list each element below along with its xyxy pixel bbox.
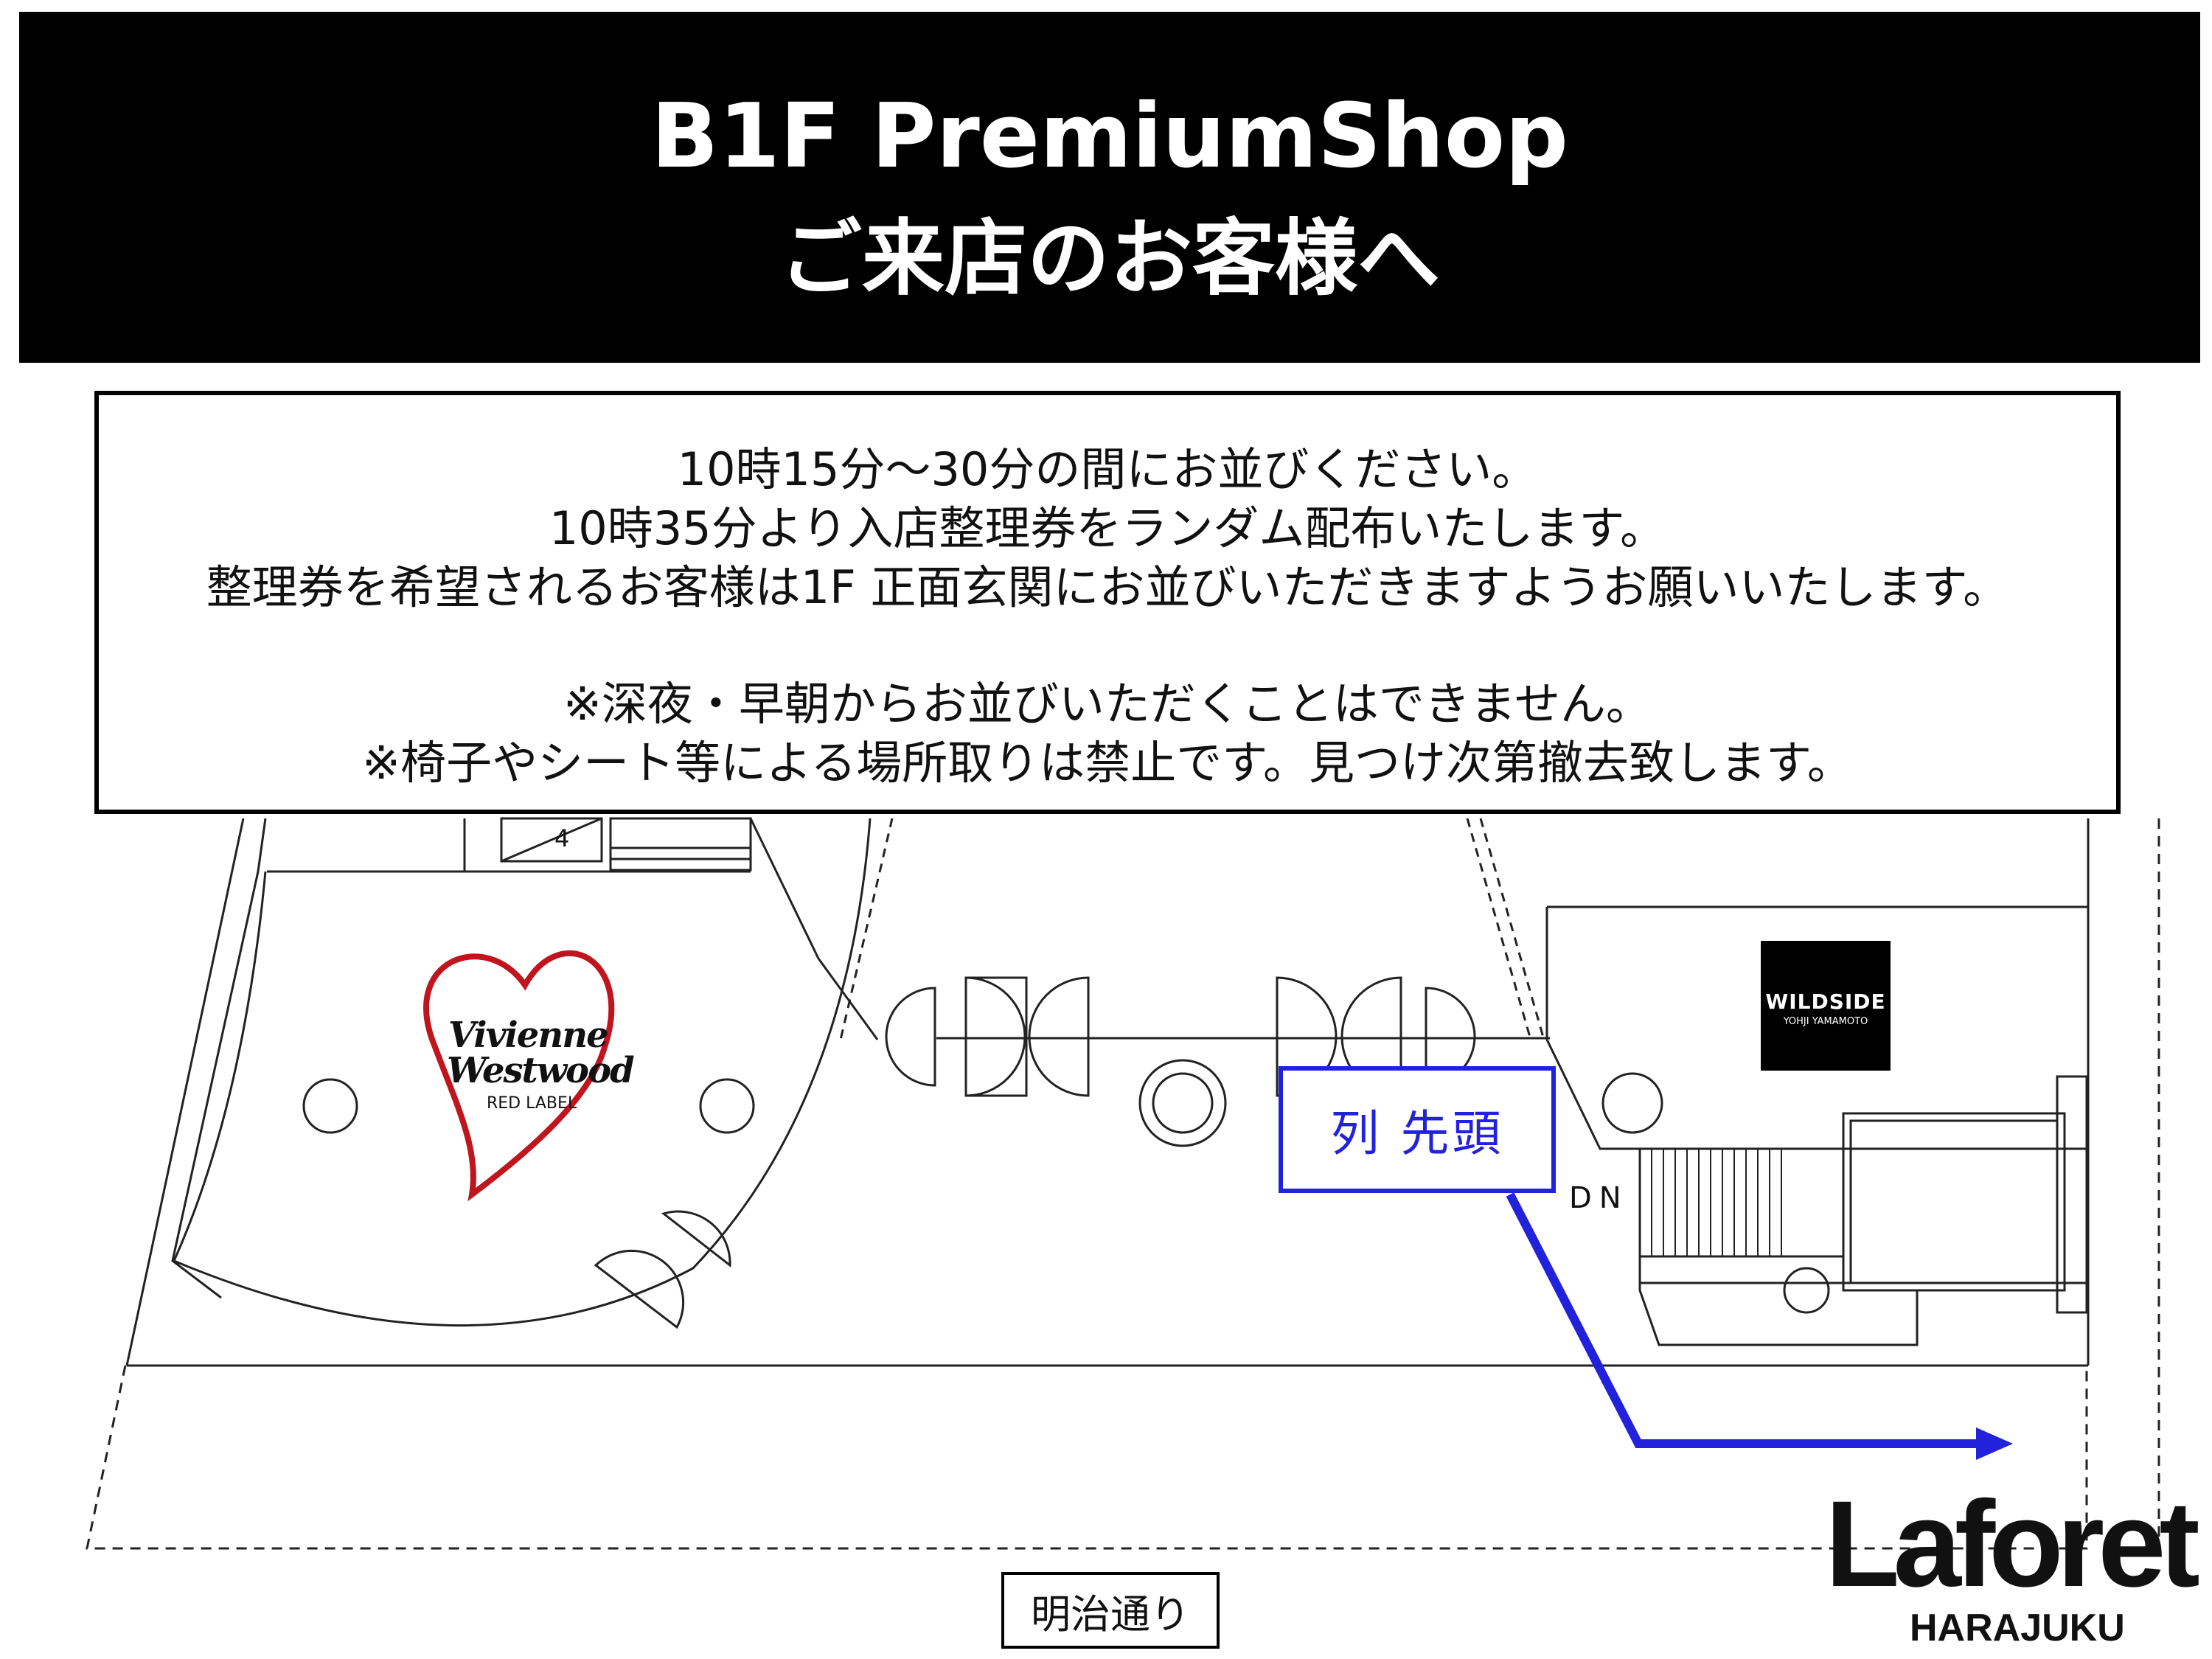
header-banner: B1F PremiumShop ご来店のお客様へ: [19, 12, 2200, 363]
laforet-logo-text: Laforet: [1825, 1476, 2200, 1613]
wall-segment-4: [817, 958, 879, 1040]
street-name-box: 明治通り: [1001, 1572, 1220, 1649]
elevator-diagonal: [501, 817, 602, 863]
column-circle: [1783, 1267, 1830, 1314]
shop-curved-front: [173, 818, 872, 1326]
wildside-logo: WILDSIDE YOHJI YAMAMOTO: [1761, 941, 1891, 1071]
laforet-logo: Laforet HARAJUKU: [1821, 1476, 2200, 1659]
elevator-box: [500, 817, 603, 863]
stairs-steps: [1651, 1149, 1782, 1256]
notice-line: ※椅子やシート等による場所取りは禁止です。見つけ次第撤去致します。: [362, 736, 1853, 790]
dashed-diagonal-right: [1466, 818, 1532, 1040]
back-room: [1842, 1112, 2066, 1292]
notice-box: 10時15分～30分の間にお並びください。 10時35分より入店整理券をランダム…: [94, 391, 2121, 814]
left-diagonal-wall: [125, 818, 245, 1366]
harajuku-logo-text: HARAJUKU: [1910, 1607, 2125, 1649]
back-room-inner: [1849, 1119, 2059, 1284]
door-arc: [1028, 976, 1090, 1097]
wildside-logo-text: WILDSIDE: [1765, 990, 1886, 1014]
notice-line: 10時15分～30分の間にお並びください。: [677, 442, 1538, 496]
queue-route-line: [1506, 1192, 1983, 1448]
column-circle: [1601, 1072, 1663, 1134]
stairs-down-label: DN: [1569, 1181, 1629, 1215]
stairs-block: [1638, 1147, 1845, 1258]
wildside-sub-text: YOHJI YAMAMOTO: [1783, 1016, 1868, 1027]
column-circle: [302, 1078, 358, 1134]
door-arc: [967, 976, 1028, 1097]
red-label-text: RED LABEL: [487, 1094, 577, 1113]
street-name-label: 明治通り: [1031, 1590, 1190, 1638]
side-column: [2056, 1075, 2088, 1314]
door-arc: [964, 976, 1026, 1097]
site-boundary-dashed: [86, 1365, 2088, 1550]
page-subtitle: ご来店のお客様へ: [779, 211, 1440, 307]
door-arc-lower: [594, 1249, 685, 1329]
queue-start-label: 列 先頭: [1330, 1105, 1504, 1162]
wall-segment-3: [749, 818, 820, 959]
elevator-number: 4: [554, 824, 570, 852]
locker-block: [609, 817, 752, 872]
notice-line: 10時35分より入店整理券をランダム配布いたします。: [549, 501, 1666, 555]
westwood-logo-text: Westwood: [447, 1050, 635, 1091]
queue-arrow-head: [1976, 1427, 2013, 1460]
vivienne-westwood-logo: Vivienne Westwood RED LABEL: [413, 950, 635, 1141]
column-circle: [1138, 1059, 1227, 1147]
notice-line: ※深夜・早朝からお並びいただくことはできません。: [563, 677, 1652, 731]
dashed-diagonal-left: [839, 818, 894, 1040]
page-title: B1F PremiumShop: [650, 86, 1569, 188]
vivienne-heart-logo: [423, 950, 615, 1202]
column-circle: [1152, 1072, 1214, 1134]
queue-start-box: 列 先頭: [1279, 1066, 1556, 1193]
left-shop-wall: [171, 818, 267, 1299]
notice-line: 整理券を希望されるお客様は1F 正面玄関にお並びいただきますようお願いいたします…: [206, 560, 2009, 614]
column-circle: [699, 1078, 755, 1134]
lower-room-wall: [1638, 1256, 1919, 1346]
vivienne-logo-text: Vivienne: [448, 1015, 609, 1056]
door-arc-lower: [661, 1210, 731, 1267]
door-arc: [885, 987, 936, 1087]
dashed-diagonal-right-2: [1479, 818, 1545, 1040]
